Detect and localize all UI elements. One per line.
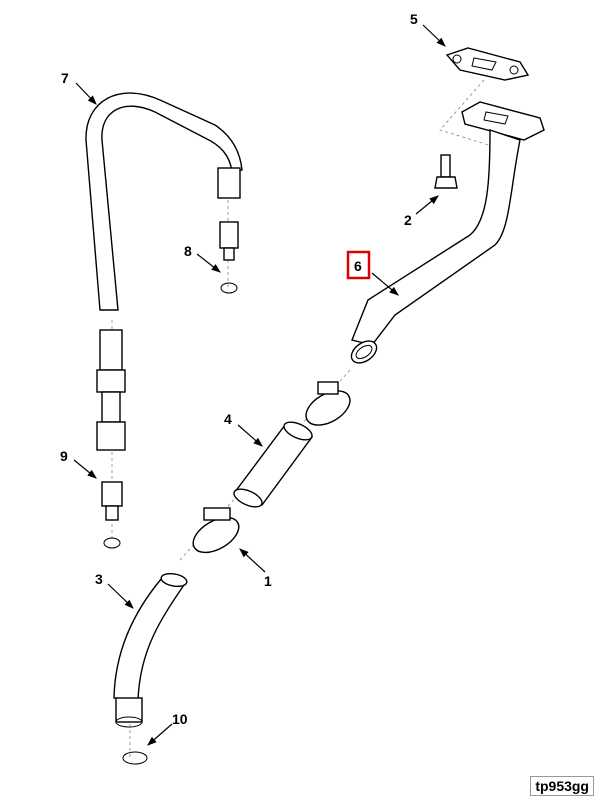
callout-6[interactable]: 6 [354,258,362,274]
drain-tube-6 [350,101,545,364]
callout-7: 7 [61,70,69,86]
highlight-box [346,250,371,280]
callout-8: 8 [184,243,192,259]
hose-clamp-1 [192,507,240,554]
gasket-5 [445,47,530,81]
hose-clamp-upper [305,381,351,426]
hose-4 [233,421,314,508]
callout-10: 10 [172,711,188,727]
callout-2: 2 [404,212,412,228]
callout-1: 1 [264,573,272,589]
callout-9: 9 [60,448,68,464]
callout-4: 4 [224,411,232,427]
bolt-2 [434,154,458,189]
oil-line-7 [85,92,243,549]
callout-5: 5 [410,11,418,27]
elbow-tube-3 [113,572,188,765]
callout-3: 3 [95,571,103,587]
leader-lines [73,24,446,746]
figure-id-label: tp953gg [530,776,594,796]
